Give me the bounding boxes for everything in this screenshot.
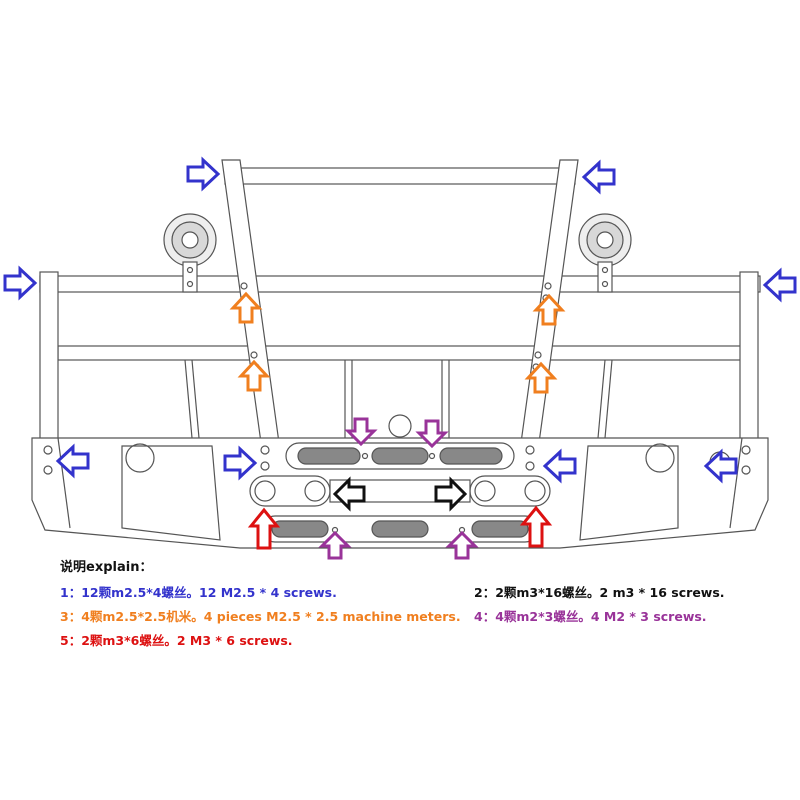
blue-arrow-left-icon <box>581 159 616 195</box>
right-outer-post <box>739 271 759 443</box>
left-outer-post <box>39 271 59 443</box>
note-3: 3：4颗m2.5*2.5机米。4 pieces M2.5 * 2.5 machi… <box>60 609 461 624</box>
lower-frame-bar <box>57 345 743 361</box>
blue-arrow-left-icon <box>762 267 797 303</box>
black-arrow-left-icon <box>332 476 366 512</box>
orange-arrow-up-icon <box>237 359 271 392</box>
orange-arrow-up-icon <box>532 293 566 326</box>
legend-title: 说明explain： <box>60 560 153 575</box>
note-1: 1：12颗m2.5*4螺丝。12 M2.5 * 4 screws. <box>60 585 337 600</box>
blue-arrow-right-icon <box>223 445 258 481</box>
red-arrow-up-icon <box>247 507 281 550</box>
note-5: 5：2颗m3*6螺丝。2 M3 * 6 screws. <box>60 633 293 648</box>
center-hook <box>388 414 412 438</box>
bumper-frame-drawing <box>31 159 769 549</box>
black-arrow-right-icon <box>434 476 468 512</box>
blue-arrow-right-icon <box>186 156 221 192</box>
left-light <box>163 213 217 293</box>
note-2: 2：2颗m3*16螺丝。2 m3 * 16 screws. <box>474 585 725 600</box>
blue-arrow-left-icon <box>703 448 738 484</box>
purple-arrow-down-icon <box>344 417 378 447</box>
purple-arrow-up-icon <box>445 530 479 560</box>
orange-arrow-up-icon <box>229 291 263 324</box>
upper-frame-bar <box>39 275 761 293</box>
assembly-arrows <box>3 156 797 560</box>
right-light <box>578 213 632 293</box>
blue-arrow-left-icon <box>55 443 90 479</box>
top-bar <box>224 167 576 185</box>
purple-arrow-down-icon <box>415 419 449 449</box>
blue-arrow-left-icon <box>542 448 577 484</box>
purple-arrow-up-icon <box>318 530 352 560</box>
blue-arrow-right-icon <box>3 265 38 301</box>
red-arrow-up-icon <box>519 505 553 548</box>
note-4: 4：4颗m2*3螺丝。4 M2 * 3 screws. <box>474 609 707 624</box>
orange-arrow-up-icon <box>524 361 558 394</box>
